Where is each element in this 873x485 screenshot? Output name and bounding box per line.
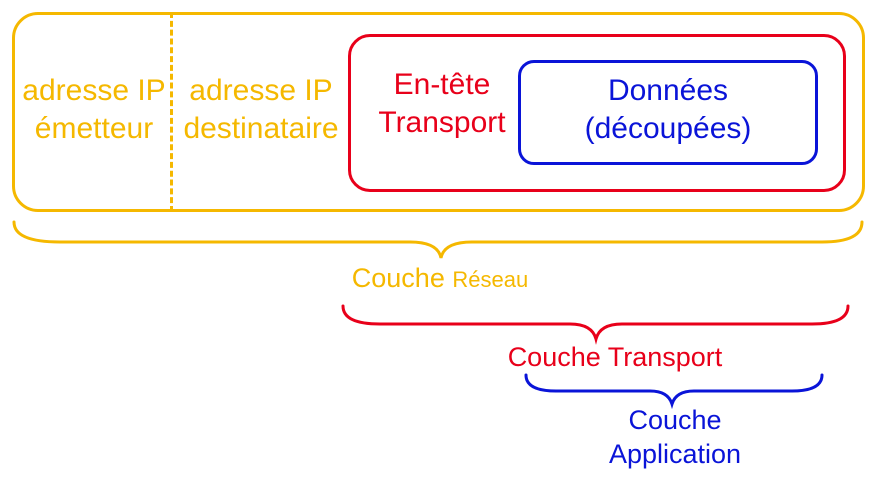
destination-ip-label: adresse IP destinataire [176, 72, 346, 148]
ip-address-separator [170, 12, 173, 212]
data-label-line-2: (découpées) [584, 111, 752, 145]
transport-header-label: En-tête Transport [376, 66, 508, 142]
destination-ip-label-line-2: destinataire [183, 111, 339, 145]
network-layer-label-word: Couche [351, 263, 445, 293]
source-ip-label: adresse IP émetteur [18, 72, 170, 148]
data-block-frame [518, 60, 818, 165]
data-label: Données (découpées) [520, 72, 816, 148]
application-layer-label-line-2: Application [608, 439, 742, 470]
data-label-line-1: Données [607, 74, 729, 107]
destination-ip-label-line-1: adresse IP [189, 74, 333, 107]
network-layer-label-name: Réseau [452, 267, 529, 292]
application-layer-label: Couche Application [560, 403, 790, 471]
source-ip-label-line-1: adresse IP [22, 74, 166, 107]
source-ip-label-line-2: émetteur [34, 111, 154, 145]
network-packet-frame [12, 12, 865, 212]
network-layer-label: Couche Réseau [300, 261, 580, 295]
network-layer-brace [12, 220, 864, 259]
transport-header-line-2: Transport [378, 105, 506, 139]
transport-header-line-1: En-tête [393, 68, 491, 101]
transport-layer-brace [341, 304, 850, 345]
transport-segment-frame [348, 34, 846, 192]
application-layer-brace [524, 373, 824, 410]
application-layer-label-line-1: Couche [628, 405, 722, 435]
transport-layer-label: Couche Transport [507, 342, 723, 372]
